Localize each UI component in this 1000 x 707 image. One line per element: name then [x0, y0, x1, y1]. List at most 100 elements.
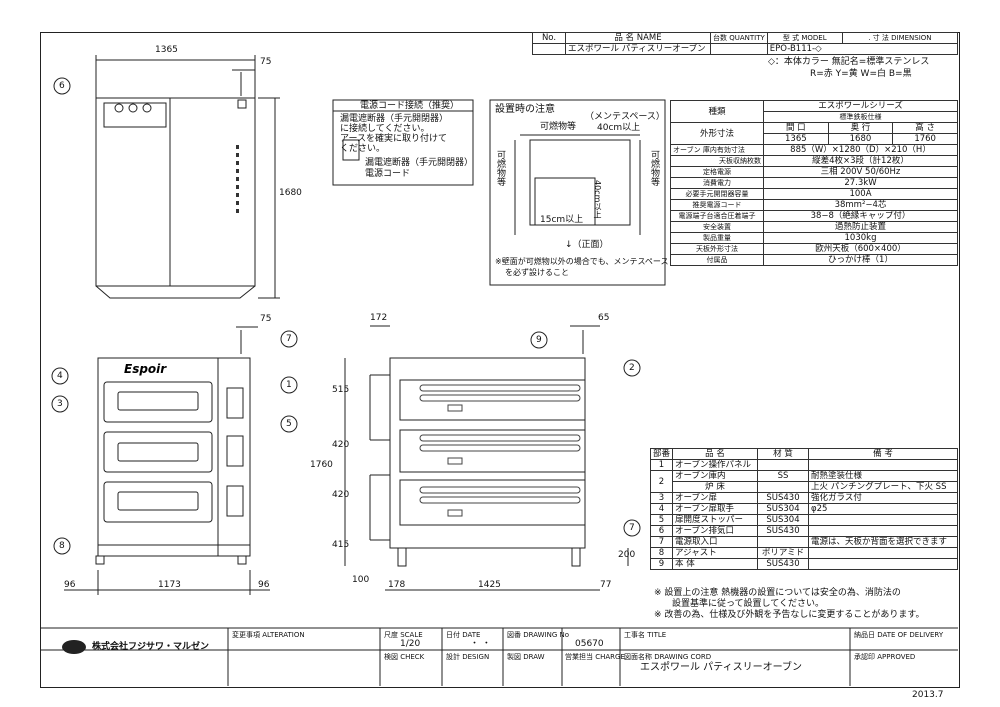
callout-7a: 7 [286, 334, 292, 344]
dim-top-width: 1365 [155, 45, 178, 55]
header-table: No. 品 名 NAME 台数 QUANTITY 型 式 MODEL . 寸 法… [532, 32, 959, 55]
date-value: ・ ・ [470, 639, 491, 649]
model-value: EPO-B111-◇ [766, 43, 959, 55]
spec-row-label: 安全装置 [670, 221, 764, 233]
title-label: 工事名 TITLE [624, 631, 667, 639]
spec-row-value: 1030kg [763, 232, 958, 244]
callout-4: 4 [57, 371, 63, 381]
scale-value: 1/20 [400, 639, 421, 649]
installation-box [489, 99, 666, 286]
dim-side-178: 178 [388, 580, 406, 590]
dim-side-415: 415 [332, 540, 350, 550]
company-name: 株式会社フジサワ・マルゼン [92, 642, 210, 652]
draw-label: 製図 DRAW [507, 653, 545, 661]
spec-outer-label: 外形寸法 [670, 122, 764, 145]
callout-1: 1 [286, 380, 292, 390]
callout-5: 5 [286, 419, 292, 429]
dim-15: 15cm以上 [540, 215, 584, 225]
dim-side-515: 515 [332, 385, 350, 395]
dim-side-1760: 1760 [310, 460, 333, 470]
delivery-label: 納品日 DATE OF DELIVERY [854, 631, 944, 639]
dim-front-96r: 96 [258, 580, 270, 590]
spec-row-label: 定格電源 [670, 166, 764, 178]
spec-row-label: 天板外形寸法 [670, 243, 764, 255]
spec-series-label: 種類 [670, 100, 764, 123]
front-label: ↓（正面） [565, 240, 609, 250]
spec-row-value: 過熱防止装置 [763, 221, 958, 233]
drawing-cord: エスポワール パティスリーオーブン [640, 662, 802, 673]
spec-row-label: 推奨電源コード [670, 199, 764, 211]
dim-top-height: 1680 [279, 188, 302, 198]
spec-outer-w: 1365 [763, 133, 829, 145]
year: 2013.7 [912, 690, 944, 700]
spec-series: エスポワールシリーズ [763, 100, 958, 112]
dim-front-75: 75 [260, 314, 272, 324]
spec-row-value: 三相 200V 50/60Hz [763, 166, 958, 178]
callout-2: 2 [629, 363, 635, 373]
parts-header: 備 考 [808, 448, 958, 460]
spec-col-d: 奥 行 [827, 122, 894, 134]
design-label: 設計 DESIGN [446, 653, 490, 661]
callout-6: 6 [59, 81, 65, 91]
maint-label: （メンテスペース） [585, 112, 665, 122]
front-view-body [97, 357, 251, 557]
spec-outer-h: 1760 [892, 133, 958, 145]
scale-label: 尺度 SCALE [384, 631, 423, 639]
alteration-label: 変更事項 ALTERATION [232, 631, 305, 639]
power-cord-text2: に接続してください。 [340, 124, 430, 134]
spec-row-value: 100A [763, 188, 958, 200]
approved-label: 承認印 APPROVED [854, 653, 916, 661]
charge-label: 営業担当 CHARGE [565, 653, 625, 661]
power-cord-box [332, 99, 474, 186]
combustible-top: 可燃物等 [540, 122, 577, 132]
vent-slots [236, 145, 239, 213]
spec-row-label: 付属品 [670, 254, 764, 266]
color-note-1: ◇：本体カラー 無記名=標準ステンレス [768, 57, 930, 67]
table-row: 炉 床上火 パンチングプレート、下火 SS [651, 481, 958, 493]
dim-40-top: 40cm以上 [597, 123, 641, 133]
parts-note1: ※ 設置上の注意 熱機器の設置については安全の為、消防法の [654, 588, 901, 598]
installation-title: 設置時の注意 [495, 104, 555, 115]
spec-row-value: 欧州天板（600×400） [763, 243, 958, 255]
color-note-2: R=赤 Y=黄 W=白 B=黒 [810, 69, 912, 79]
power-cord-text4: ください。 [340, 144, 386, 154]
drawing-frame [40, 32, 960, 688]
dim-side-420b: 420 [332, 490, 350, 500]
brand-logo: Espoir [124, 362, 167, 376]
date-label: 日付 DATE [446, 631, 481, 639]
spec-row-label: 製品重量 [670, 232, 764, 244]
cord-label: 図面名称 DRAWING CORD [624, 653, 712, 661]
callout-9: 9 [536, 335, 542, 345]
dim-side-65: 65 [598, 313, 610, 323]
spec-trays-label: 天板収納枚数 [670, 155, 764, 167]
callout-3: 3 [57, 399, 63, 409]
callout-7b: 7 [629, 523, 635, 533]
combustible-left: 可燃物等 [495, 150, 505, 186]
power-cord-title: 電源コード接続（推奨） [360, 101, 460, 111]
spec-col-w: 間 口 [763, 122, 829, 134]
product-name: エスポワール パティスリーオーブン [565, 43, 711, 55]
dim-40-vertical: 40cm以上 [593, 180, 602, 219]
dim-front-1173: 1173 [158, 580, 181, 590]
company-logo [62, 640, 86, 654]
parts-note2: ※ 改善の為、仕様及び外観を予告なしに変更することがあります。 [654, 610, 925, 620]
dim-side-420a: 420 [332, 440, 350, 450]
power-cord-text1: 漏電遮断器（手元開閉器） [340, 114, 449, 124]
power-cord-label1: 漏電遮断器（手元開閉器） [365, 158, 474, 168]
combustible-right: 可燃物等 [649, 150, 659, 186]
installation-note2: を必ず設けること [505, 268, 569, 277]
callout-8: 8 [59, 541, 65, 551]
spec-series-sub: 標準鉄板仕様 [763, 111, 958, 123]
dim-side-100: 100 [352, 575, 370, 585]
side-view-body [389, 357, 586, 549]
